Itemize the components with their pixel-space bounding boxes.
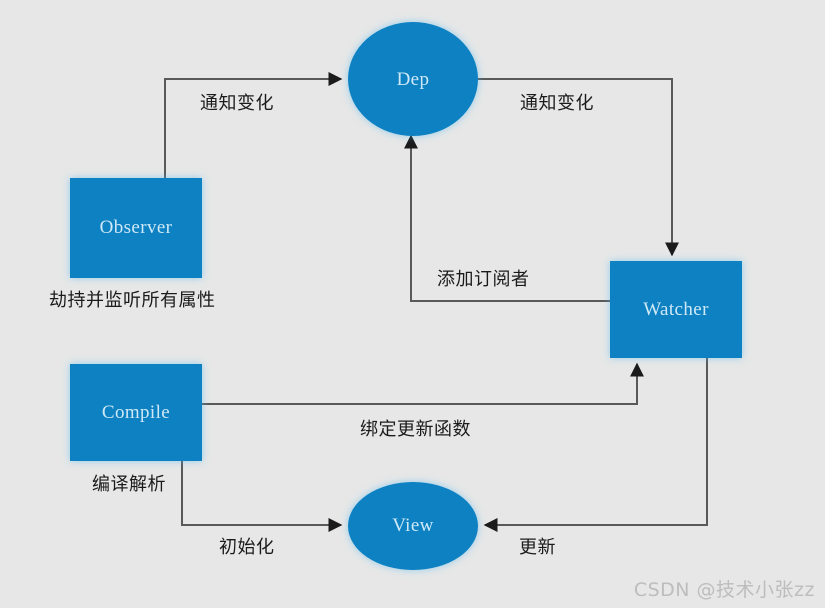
edge-label-watcher-to-dep: 添加订阅者	[437, 269, 530, 290]
annotation-compile-note: 编译解析	[92, 474, 166, 495]
edge-compile-to-watcher	[202, 362, 644, 405]
edge-label-compile-to-watcher: 绑定更新函数	[360, 419, 471, 440]
edge-compile-to-view	[181, 461, 343, 532]
edge-dep-to-watcher	[478, 78, 679, 257]
watermark: CSDN @技术小张zz	[633, 579, 815, 601]
annotation-observer-note: 劫持并监听所有属性	[49, 290, 216, 311]
node-watcher[interactable]	[610, 261, 742, 358]
edge-label-compile-to-view: 初始化	[219, 537, 275, 558]
edge-label-observer-to-dep: 通知变化	[200, 93, 274, 114]
edge-watcher-to-view	[483, 358, 708, 532]
node-observer[interactable]	[70, 178, 202, 278]
edge-label-watcher-to-view: 更新	[519, 537, 556, 558]
node-dep[interactable]	[348, 22, 478, 136]
edge-observer-to-dep	[164, 72, 343, 178]
node-view[interactable]	[348, 482, 478, 570]
edge-label-dep-to-watcher: 通知变化	[520, 93, 594, 114]
edge-watcher-to-dep	[404, 134, 610, 302]
node-compile[interactable]	[70, 364, 202, 461]
